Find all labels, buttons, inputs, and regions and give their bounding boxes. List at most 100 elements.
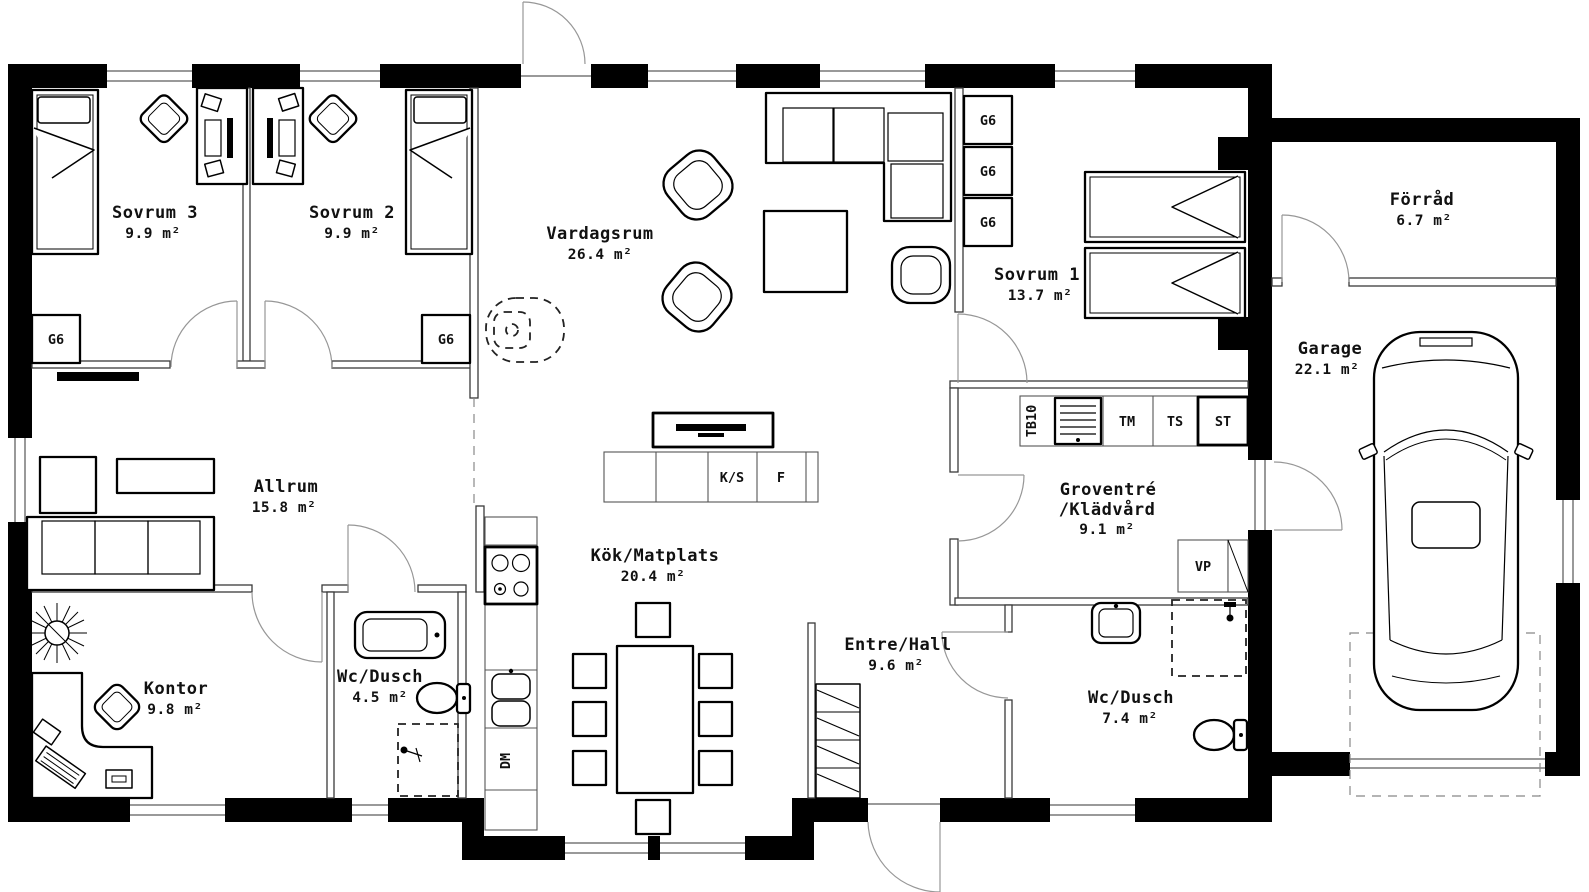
label-groventre-area: 9.1 m²: [1079, 522, 1134, 538]
tall-cabinet-st: [1196, 395, 1250, 447]
label-sovrum3: Sovrum 3: [112, 203, 198, 223]
lounge-chair: [308, 94, 358, 144]
toilet: [1192, 718, 1249, 752]
wardrobe-g6: [962, 94, 1014, 146]
window-sovrum2: [300, 64, 380, 88]
window-kok-2: [660, 836, 745, 860]
wall-forrad-garage-a: [1271, 277, 1283, 287]
label-garage-area: 22.1 m²: [1295, 362, 1360, 378]
label-g6-sovrum1-b: G6: [980, 164, 996, 180]
vp-unit: [1177, 539, 1249, 593]
window-sovrum3: [107, 64, 192, 88]
kontor-furniture: [30, 671, 154, 800]
label-vp: VP: [1195, 559, 1211, 575]
window-sovrum1: [1055, 64, 1135, 88]
dining-chairs: [571, 601, 734, 836]
label-entre-area: 9.6 m²: [868, 658, 923, 674]
label-g6-sovrum1-a: G6: [980, 113, 996, 129]
dining-chair: [634, 798, 672, 836]
bed-single: [30, 88, 100, 256]
garage-door-apron: [1349, 632, 1541, 797]
label-sovrum3-area: 9.9 m²: [125, 226, 180, 242]
door-sovrum3: [170, 300, 238, 368]
dining-chair: [571, 749, 608, 787]
wardrobe-g6: [30, 313, 82, 365]
hall-furniture: [815, 683, 861, 799]
dining-table: [615, 644, 695, 795]
door-wc-large: [941, 631, 1009, 699]
shower: [1171, 599, 1247, 677]
wall-forrad-garage-b: [1348, 277, 1557, 287]
label-wc-large-area: 7.4 m²: [1102, 711, 1157, 727]
label-tm: TM: [1119, 414, 1135, 430]
label-sovrum1: Sovrum 1: [994, 265, 1080, 285]
plant: [27, 603, 87, 663]
sofa: [25, 515, 216, 592]
hall-wardrobe: [815, 683, 861, 799]
vardagsrum-furniture: [485, 91, 953, 449]
wall-wing-right: [1556, 118, 1580, 776]
label-sovrum2-area: 9.9 m²: [324, 226, 379, 242]
dining-chair: [697, 700, 734, 738]
sink: [353, 610, 447, 660]
label-allrum: Allrum: [254, 477, 318, 497]
door-kontor: [251, 591, 323, 663]
nightstand: [1218, 317, 1248, 350]
sofa-chaise: [38, 455, 98, 515]
stove: [483, 545, 539, 606]
printer: [105, 769, 133, 789]
label-vardagsrum: Vardagsrum: [546, 224, 653, 244]
sovrum1-furniture: [962, 94, 1248, 350]
corner-sofa: [764, 91, 953, 223]
wardrobe-g6: [962, 145, 1014, 197]
wall-bedrooms-south-a: [31, 360, 171, 369]
label-ks: K/S: [720, 470, 744, 486]
wall-hall-wc: [1004, 699, 1013, 799]
door-sovrum1: [957, 313, 1028, 384]
label-vardagsrum-area: 26.4 m²: [568, 247, 633, 263]
wc-large-fixtures: [1090, 599, 1249, 752]
desk: [195, 86, 249, 186]
wall-kok-hall: [807, 622, 816, 799]
label-kontor-area: 9.8 m²: [147, 702, 202, 718]
door-forrad: [1281, 214, 1350, 283]
nightstand: [1218, 137, 1248, 170]
label-forrad-area: 6.7 m²: [1396, 213, 1451, 229]
bed-single: [1083, 170, 1247, 244]
office-chair: [93, 683, 141, 731]
label-st: ST: [1215, 414, 1231, 430]
shower: [397, 723, 459, 797]
label-f: F: [777, 470, 785, 486]
label-ts: TS: [1167, 414, 1183, 430]
window-kok-1: [565, 836, 648, 860]
wall-sovrum1-west: [954, 87, 964, 313]
wall-right-main: [1248, 64, 1272, 822]
label-wc-small: Wc/Dusch: [337, 667, 423, 687]
window-kontor: [130, 798, 225, 822]
door-entrance: [867, 821, 941, 892]
label-sovrum1-area: 13.7 m²: [1008, 288, 1073, 304]
label-dm: DM: [498, 753, 514, 769]
wall-bottom-left: [8, 798, 462, 822]
label-g6-sovrum3: G6: [48, 332, 64, 348]
garage-door-opening: [1350, 752, 1545, 776]
door-groventre-garage: [1273, 461, 1343, 531]
door-patio: [522, 1, 586, 65]
wall-allrum-wc-b: [417, 584, 467, 593]
dining-chair: [634, 601, 672, 639]
bed-single: [1083, 246, 1247, 320]
label-g6-sovrum2: G6: [438, 332, 454, 348]
label-g6-sovrum1-c: G6: [980, 215, 996, 231]
label-sovrum2: Sovrum 2: [309, 203, 395, 223]
wc-small-fixtures: [353, 610, 472, 797]
dining-chair: [697, 749, 734, 787]
door-wc-small: [347, 524, 416, 593]
groventre-garage-door-opening: [1248, 460, 1272, 530]
laptop: [32, 718, 62, 746]
label-entre: Entre/Hall: [844, 635, 951, 655]
window-vardagsrum-2: [820, 64, 925, 88]
label-tb10: TB10: [1024, 405, 1040, 438]
allrum-furniture: [25, 372, 216, 663]
